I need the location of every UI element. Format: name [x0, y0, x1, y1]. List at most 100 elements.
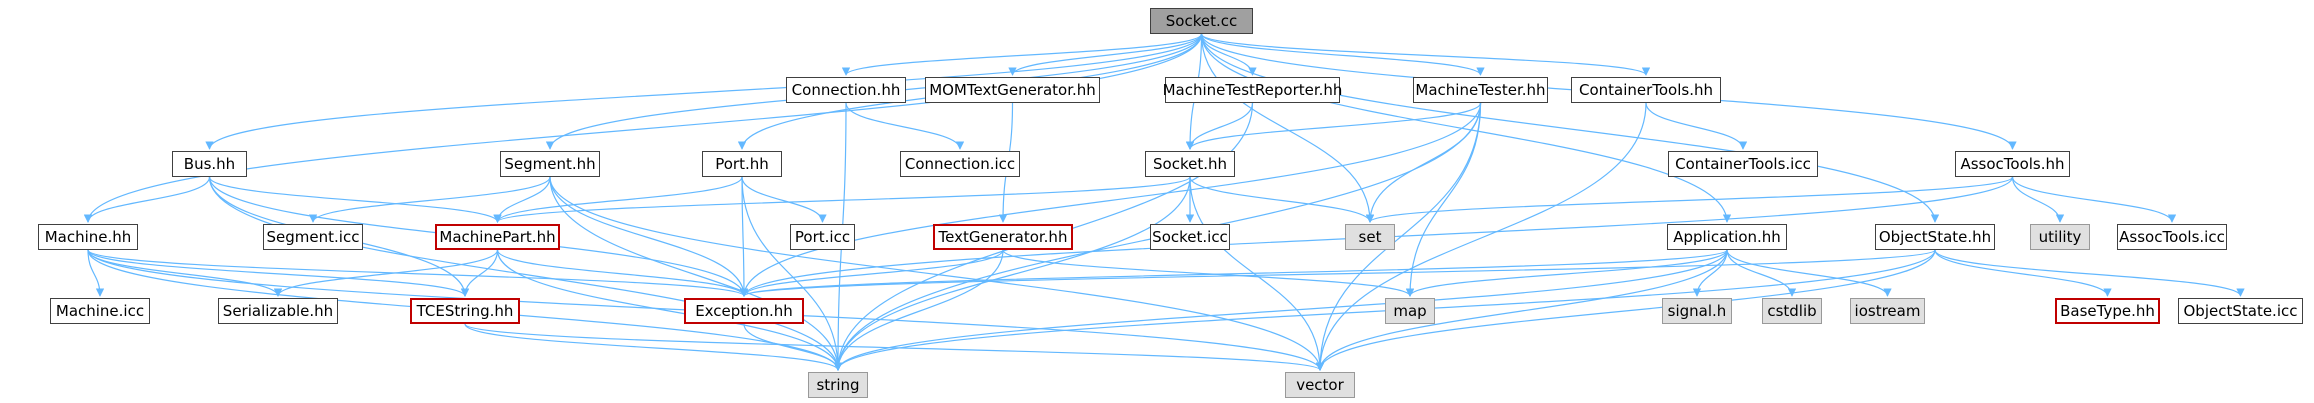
edge-machine-hh-to-tcestring-hh	[87, 249, 470, 297]
node-momtextgen-hh[interactable]: MOMTextGenerator.hh	[925, 77, 1100, 103]
node-label: Machine.hh	[44, 228, 132, 246]
edge-machinetester-hh-to-socket-hh	[1185, 102, 1482, 150]
node-port-hh[interactable]: Port.hh	[702, 151, 782, 177]
node-machinetester-hh[interactable]: MachineTester.hh	[1413, 77, 1548, 103]
node-label: Segment.icc	[266, 228, 360, 246]
node-containertools-icc[interactable]: ContainerTools.icc	[1668, 151, 1818, 177]
node-label: Socket.icc	[1152, 228, 1228, 246]
node-label: Bus.hh	[183, 155, 236, 173]
edge-application-hh-to-exception-hh	[740, 249, 1728, 297]
edge-bus-hh-to-machine-hh	[83, 176, 211, 223]
node-basetype-hh[interactable]: BaseType.hh	[2055, 298, 2160, 324]
node-label: Application.hh	[1673, 228, 1781, 246]
edge-port-hh-to-exception-hh	[739, 176, 749, 297]
node-label: set	[1358, 228, 1382, 246]
edge-application-hh-to-iostream	[1726, 249, 1892, 297]
node-label: Connection.icc	[904, 155, 1016, 173]
node-assoctools-hh[interactable]: AssocTools.hh	[1955, 151, 2070, 177]
node-label: utility	[2038, 228, 2082, 246]
node-textgenerator-hh[interactable]: TextGenerator.hh	[933, 224, 1073, 250]
node-label: Connection.hh	[791, 81, 901, 99]
node-label: Socket.cc	[1165, 12, 1238, 30]
node-socket-icc[interactable]: Socket.icc	[1150, 224, 1230, 250]
node-machine-hh[interactable]: Machine.hh	[38, 224, 138, 250]
node-serializable-hh[interactable]: Serializable.hh	[218, 298, 338, 324]
node-machine-icc[interactable]: Machine.icc	[50, 298, 150, 324]
node-set[interactable]: set	[1345, 224, 1395, 250]
node-label: Serializable.hh	[222, 302, 334, 320]
edge-socket-cc-to-objectstate-hh	[1200, 33, 1940, 223]
node-connection-hh[interactable]: Connection.hh	[786, 77, 906, 103]
edge-containertools-hh-to-containertools-icc	[1645, 102, 1748, 150]
edge-mtreporter-hh-to-socket-hh	[1185, 102, 1254, 150]
node-label: string	[816, 376, 860, 394]
node-label: ContainerTools.hh	[1578, 81, 1714, 99]
node-label: AssocTools.icc	[2119, 228, 2225, 246]
node-label: vector	[1296, 376, 1344, 394]
edge-port-hh-to-machinepart-hh	[493, 176, 743, 223]
edge-textgenerator-hh-to-map	[1002, 249, 1415, 297]
edge-socket-cc-to-bus-hh	[205, 33, 1203, 150]
node-label: Socket.hh	[1153, 155, 1227, 173]
node-segment-hh[interactable]: Segment.hh	[500, 151, 600, 177]
edge-socket-cc-to-machine-hh	[83, 33, 1203, 223]
edge-tcestring-hh-to-string	[464, 323, 843, 371]
node-exception-hh[interactable]: Exception.hh	[684, 298, 804, 324]
edge-containertools-hh-to-vector	[1315, 102, 1647, 371]
edge-assoctools-hh-to-assoctools-icc	[2011, 176, 2177, 223]
edge-socket-hh-to-vector	[1189, 176, 1325, 371]
edge-assoctools-hh-to-set	[1366, 176, 2014, 223]
edge-machinetester-hh-to-exception-hh	[739, 102, 1482, 297]
edge-textgenerator-hh-to-exception-hh	[739, 249, 1004, 297]
node-utility[interactable]: utility	[2030, 224, 2090, 250]
edge-socket-hh-to-set	[1189, 176, 1375, 223]
node-cstdlib[interactable]: cstdlib	[1762, 298, 1822, 324]
node-mtreporter-hh[interactable]: MachineTestReporter.hh	[1162, 77, 1343, 103]
edge-machine-hh-to-machine-icc	[87, 249, 105, 297]
edge-machinepart-hh-to-exception-hh	[496, 249, 749, 297]
edge-connection-hh-to-connection-icc	[845, 102, 965, 150]
node-bus-hh[interactable]: Bus.hh	[172, 151, 247, 177]
node-socket-hh[interactable]: Socket.hh	[1145, 151, 1235, 177]
node-objectstate-icc[interactable]: ObjectState.icc	[2178, 298, 2303, 324]
edge-tcestring-hh-to-vector	[464, 323, 1324, 371]
node-string[interactable]: string	[808, 372, 868, 398]
edge-machinepart-hh-to-serializable-hh	[273, 249, 499, 297]
node-label: iostream	[1854, 302, 1921, 320]
node-label: BaseType.hh	[2060, 302, 2155, 320]
edge-objectstate-hh-to-objectstate-icc	[1934, 249, 2245, 297]
node-label: cstdlib	[1767, 302, 1817, 320]
node-objectstate-hh[interactable]: ObjectState.hh	[1875, 224, 1995, 250]
edge-machinetester-hh-to-vector	[1315, 102, 1482, 371]
node-assoctools-icc[interactable]: AssocTools.icc	[2117, 224, 2227, 250]
node-label: AssocTools.hh	[1960, 155, 2065, 173]
node-label: signal.h	[1667, 302, 1727, 320]
node-port-icc[interactable]: Port.icc	[790, 224, 855, 250]
edge-socket-cc-to-machinetester-hh	[1200, 33, 1485, 76]
node-containertools-hh[interactable]: ContainerTools.hh	[1571, 77, 1721, 103]
node-signal-h[interactable]: signal.h	[1662, 298, 1732, 324]
node-vector[interactable]: vector	[1285, 372, 1355, 398]
node-segment-icc[interactable]: Segment.icc	[263, 224, 363, 250]
node-map[interactable]: map	[1385, 298, 1435, 324]
node-label: Segment.hh	[504, 155, 596, 173]
edge-machinepart-hh-to-string	[496, 249, 843, 371]
node-iostream[interactable]: iostream	[1850, 298, 1925, 324]
edge-machine-hh-to-exception-hh	[87, 249, 748, 297]
edge-socket-hh-to-machinepart-hh	[493, 176, 1191, 223]
edge-objectstate-hh-to-exception-hh	[740, 249, 1936, 297]
node-machinepart-hh[interactable]: MachinePart.hh	[435, 224, 560, 250]
node-connection-icc[interactable]: Connection.icc	[900, 151, 1020, 177]
node-label: Exception.hh	[695, 302, 793, 320]
node-label: MachinePart.hh	[439, 228, 556, 246]
edge-machinepart-hh-to-tcestring-hh	[460, 249, 499, 297]
edge-objectstate-hh-to-basetype-hh	[1934, 249, 2112, 297]
node-socket-cc[interactable]: Socket.cc	[1150, 8, 1253, 34]
node-tcestring-hh[interactable]: TCEString.hh	[410, 298, 520, 324]
node-label: MachineTestReporter.hh	[1162, 81, 1343, 99]
node-application-hh[interactable]: Application.hh	[1667, 224, 1787, 250]
node-label: ContainerTools.icc	[1675, 155, 1811, 173]
edge-socket-cc-to-application-hh	[1200, 33, 1732, 223]
edge-segment-hh-to-vector	[549, 176, 1325, 371]
